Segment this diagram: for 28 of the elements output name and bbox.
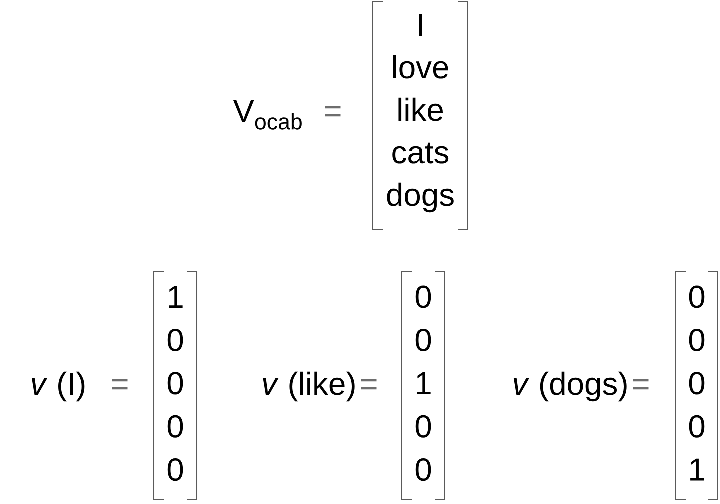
vector-entry: 1 <box>169 286 183 308</box>
equals-sign: = <box>633 379 649 390</box>
vector-entry: 0 <box>168 415 184 438</box>
vector-entry: 0 <box>168 458 184 482</box>
vector-entry: 0 <box>689 415 705 438</box>
equals-sign: = <box>325 106 341 117</box>
vector-name: v (dogs) <box>514 372 627 402</box>
vector-entry: like <box>398 98 443 122</box>
vector-entry: dogs <box>387 182 454 213</box>
equals-sign: = <box>112 379 128 390</box>
vector-entry: 0 <box>416 328 432 352</box>
vector-entry: 0 <box>689 286 705 308</box>
vector-entry: 0 <box>168 372 184 395</box>
vector-entry: 0 <box>689 372 705 395</box>
vector-name: V$_{ocab}$ <box>233 100 302 130</box>
vector-entry: 1 <box>417 372 431 394</box>
vector-name: v (I) <box>32 372 85 402</box>
vector-name: v (like) <box>263 372 355 402</box>
vector-entry: love <box>393 55 448 79</box>
vector-entry: 0 <box>416 458 432 482</box>
vector-entry: 1 <box>690 458 704 481</box>
vector-entry: cats <box>392 142 449 164</box>
vector-entry: 0 <box>416 286 432 308</box>
vector-entry: 0 <box>689 328 705 352</box>
vector-entry: 0 <box>416 415 432 438</box>
vector-entry: I <box>419 14 422 36</box>
vector-entry: 0 <box>168 328 184 352</box>
equals-sign: = <box>361 379 377 390</box>
